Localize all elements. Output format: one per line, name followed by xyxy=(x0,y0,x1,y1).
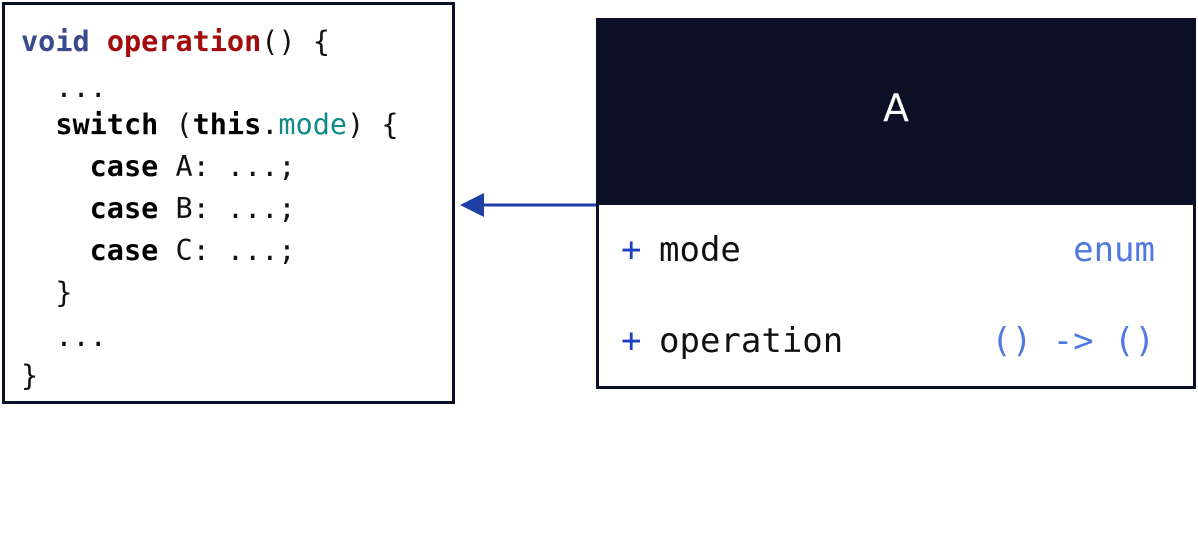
code-token: B: ...; xyxy=(158,192,296,225)
code-token xyxy=(21,192,90,225)
code-token: ... xyxy=(21,320,107,353)
code-line: } xyxy=(21,276,72,310)
code-token: ( xyxy=(158,108,193,141)
code-token: A: ...; xyxy=(158,150,296,183)
code-token: () { xyxy=(261,25,330,58)
member-mode: + mode enum xyxy=(621,228,1155,272)
class-header: A xyxy=(599,21,1193,205)
code-token: ) { xyxy=(347,108,399,141)
code-token: case xyxy=(89,234,159,267)
visibility-marker: + xyxy=(621,230,642,270)
code-token: . xyxy=(261,108,279,141)
code-line: case B: ...; xyxy=(21,192,296,226)
code-line: ... xyxy=(21,320,107,354)
code-token: case xyxy=(89,192,159,225)
code-line: case C: ...; xyxy=(21,234,296,268)
code-token: ... xyxy=(21,71,107,104)
code-token: switch xyxy=(55,108,159,141)
code-line: case A: ...; xyxy=(21,150,296,184)
code-token xyxy=(90,25,107,58)
class-name: A xyxy=(883,86,909,130)
code-token: this xyxy=(192,108,262,141)
member-operation: + operation () -> () xyxy=(621,319,1155,363)
code-token: void xyxy=(21,25,90,58)
member-type: () -> () xyxy=(991,321,1155,361)
code-snippet-panel: void operation() { ... switch (this.mode… xyxy=(2,2,455,404)
code-token xyxy=(21,108,55,141)
code-line: switch (this.mode) { xyxy=(21,108,399,142)
arrow-head xyxy=(460,193,484,217)
code-token: C: ...; xyxy=(158,234,296,267)
class-box-a: A + mode enum + operation () -> () xyxy=(596,18,1196,389)
code-line: } xyxy=(21,359,38,393)
code-line: void operation() { xyxy=(21,25,330,59)
code-token: case xyxy=(89,150,159,183)
visibility-marker: + xyxy=(621,321,642,361)
code-token: operation xyxy=(106,25,262,58)
code-token: mode xyxy=(278,108,348,141)
code-line: ... xyxy=(21,71,107,105)
member-name: operation xyxy=(659,321,844,361)
code-token xyxy=(21,234,90,267)
code-token: } xyxy=(21,359,39,392)
code-token xyxy=(21,150,90,183)
member-name: mode xyxy=(659,230,741,270)
member-type: enum xyxy=(1073,230,1155,270)
code-token: } xyxy=(21,276,73,309)
